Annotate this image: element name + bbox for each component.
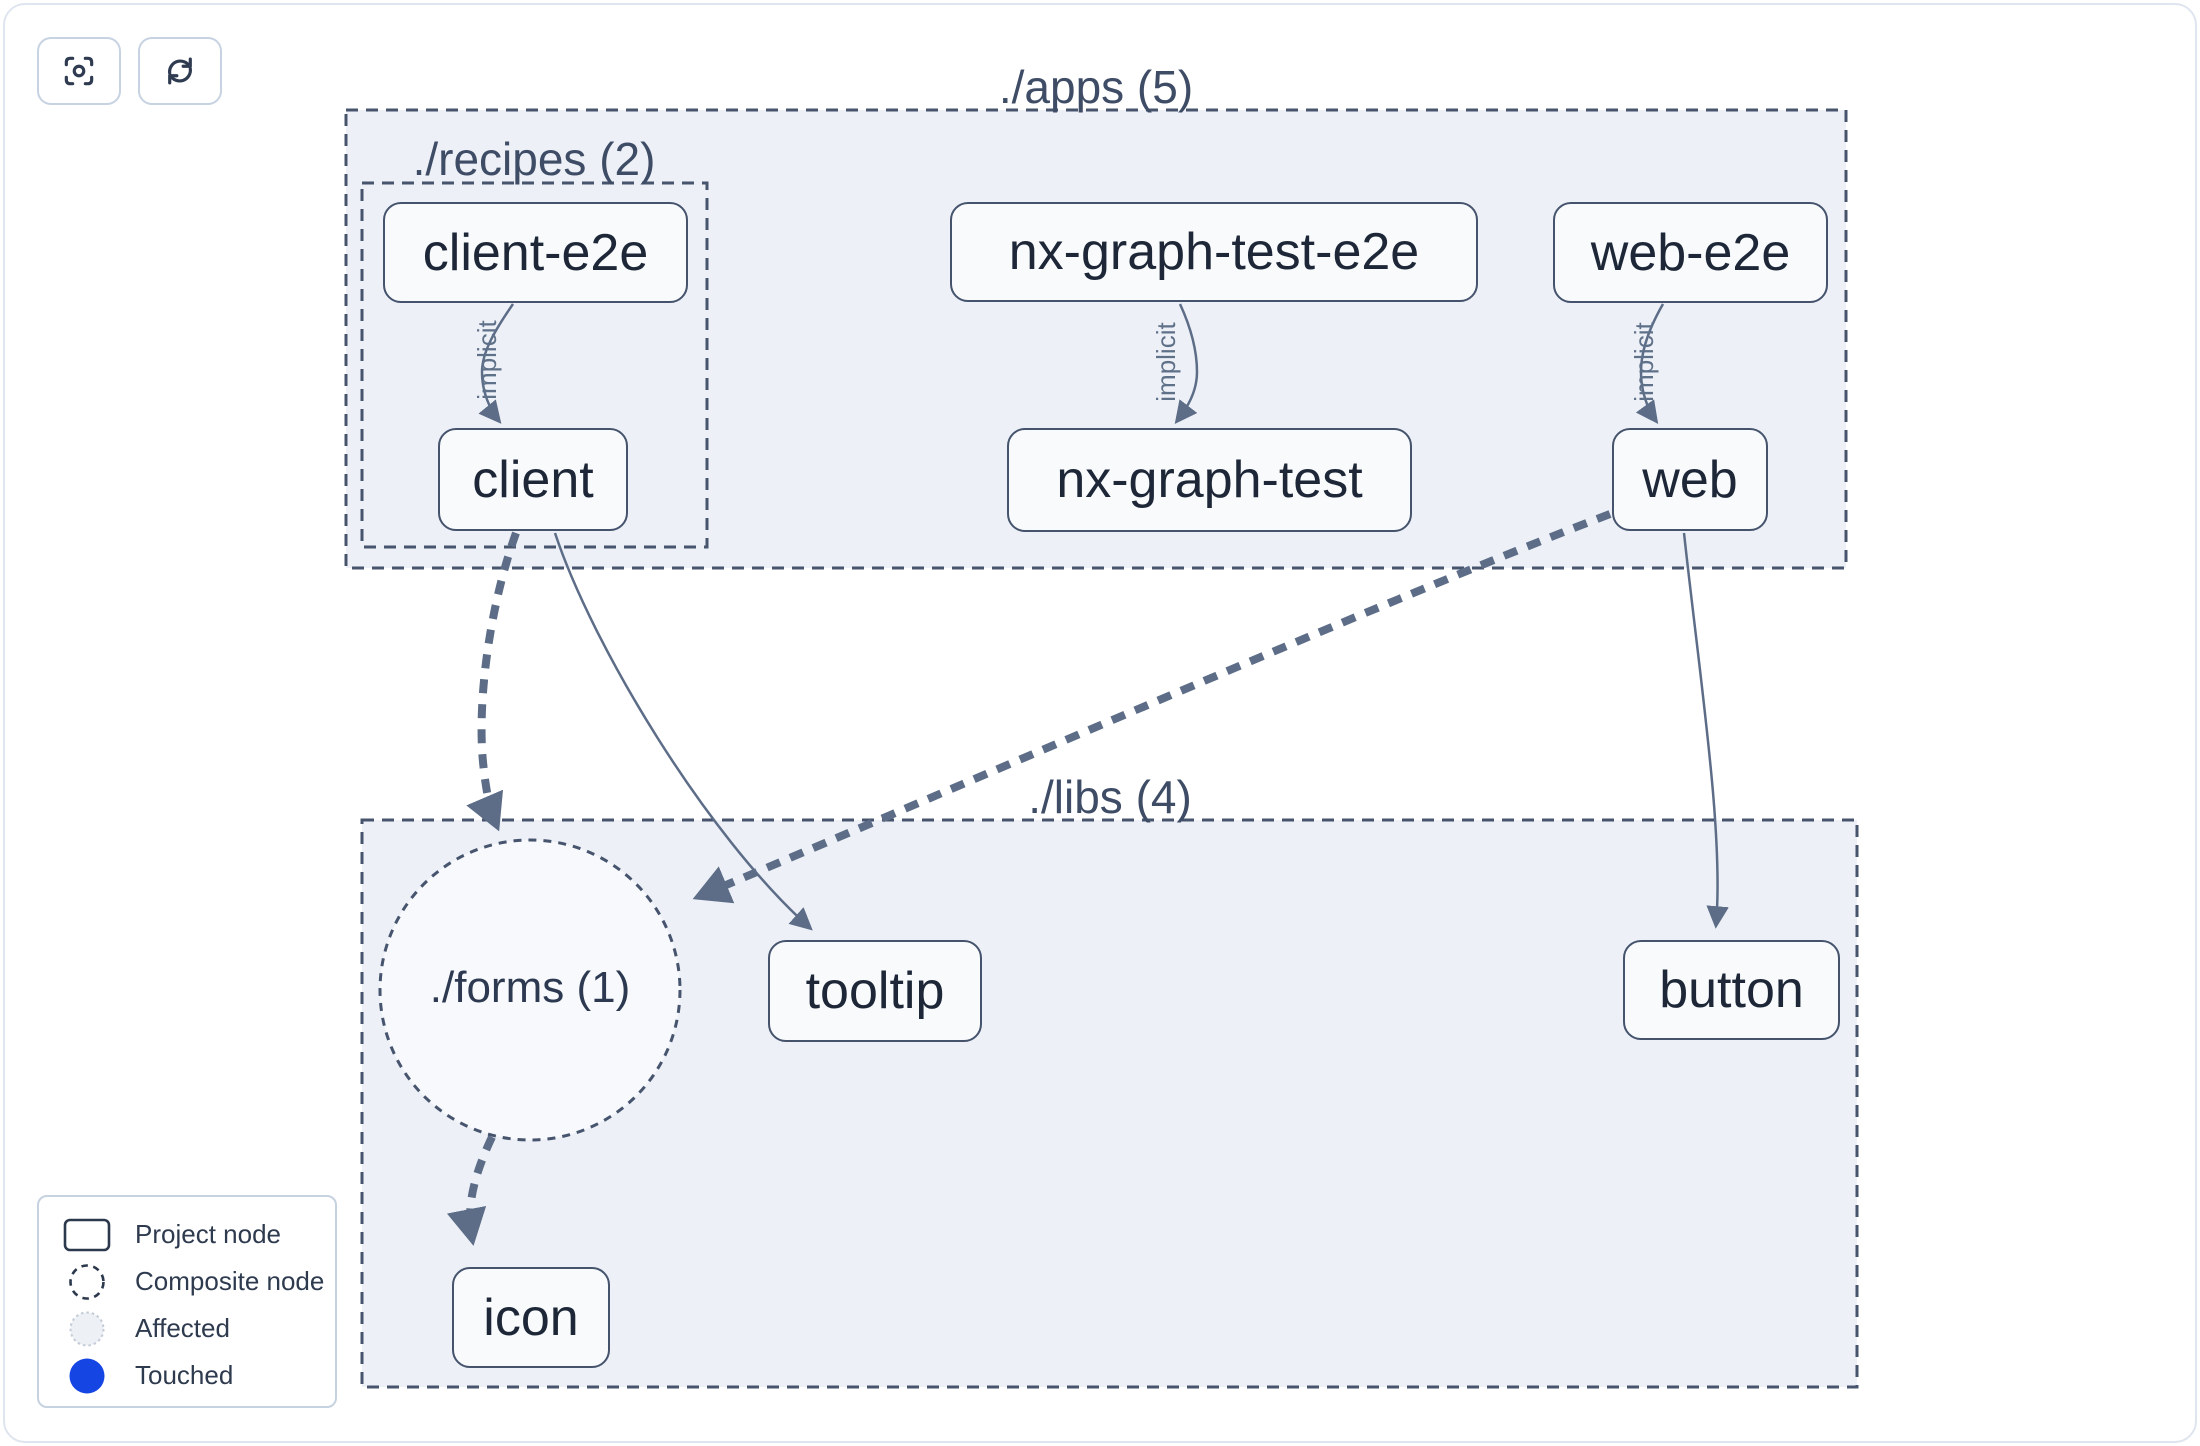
edge-web-to-forms <box>692 510 1612 904</box>
edge-client-to-tooltip <box>553 532 813 931</box>
focus-view-button[interactable] <box>37 37 121 105</box>
project-node-web-e2e[interactable]: web-e2e <box>1553 202 1828 303</box>
project-node-client-e2e[interactable]: client-e2e <box>383 202 688 303</box>
project-node-button[interactable]: button <box>1623 940 1840 1040</box>
project-node-tooltip[interactable]: tooltip <box>768 940 982 1042</box>
composite-node-forms-circle[interactable] <box>378 838 682 1142</box>
refresh-graph-button[interactable] <box>138 37 222 105</box>
edge-client-e2e-to-client <box>478 303 515 424</box>
edge-label-implicit: implicit <box>1628 322 1659 402</box>
legend-label: Project node <box>135 1219 281 1249</box>
composite-node-swatch <box>61 1262 113 1302</box>
group-label-recipes: ./recipes (2) <box>412 133 656 185</box>
project-node-icon[interactable]: icon <box>452 1267 610 1368</box>
legend-item-project-node: Project node <box>39 1211 335 1258</box>
group-label-libs: ./libs (4) <box>1028 771 1192 823</box>
legend-item-touched: Touched <box>39 1352 335 1399</box>
project-node-nx-graph-test-e2e[interactable]: nx-graph-test-e2e <box>950 202 1478 302</box>
project-node-client[interactable]: client <box>438 428 628 531</box>
edge-nx-graph-test-e2e-to-nx-graph-test <box>1174 303 1199 424</box>
edge-web-to-button <box>1682 532 1729 929</box>
edge-label-implicit: implicit <box>471 320 502 400</box>
affected-swatch <box>61 1309 113 1349</box>
project-node-swatch <box>61 1215 113 1255</box>
project-node-nx-graph-test[interactable]: nx-graph-test <box>1007 428 1412 532</box>
edge-label-implicit: implicit <box>1150 322 1181 402</box>
legend-item-affected: Affected <box>39 1305 335 1352</box>
edge-web-e2e-to-web <box>1635 303 1665 425</box>
legend-label: Affected <box>135 1313 230 1343</box>
legend-label: Touched <box>135 1360 234 1390</box>
refresh-icon <box>168 57 192 85</box>
legend-panel: Project node Composite node Affected Tou… <box>37 1195 337 1408</box>
group-label-apps: ./apps (5) <box>998 61 1194 113</box>
composite-node-label-forms[interactable]: ./forms (1) <box>429 963 631 1012</box>
edge-forms-to-icon <box>446 1135 496 1246</box>
legend-label: Composite node <box>135 1266 325 1296</box>
edge-client-to-forms <box>466 531 520 832</box>
focus-target-icon <box>64 56 94 86</box>
touched-swatch <box>61 1356 113 1396</box>
legend-item-composite-node: Composite node <box>39 1258 335 1305</box>
project-node-web[interactable]: web <box>1612 428 1768 531</box>
